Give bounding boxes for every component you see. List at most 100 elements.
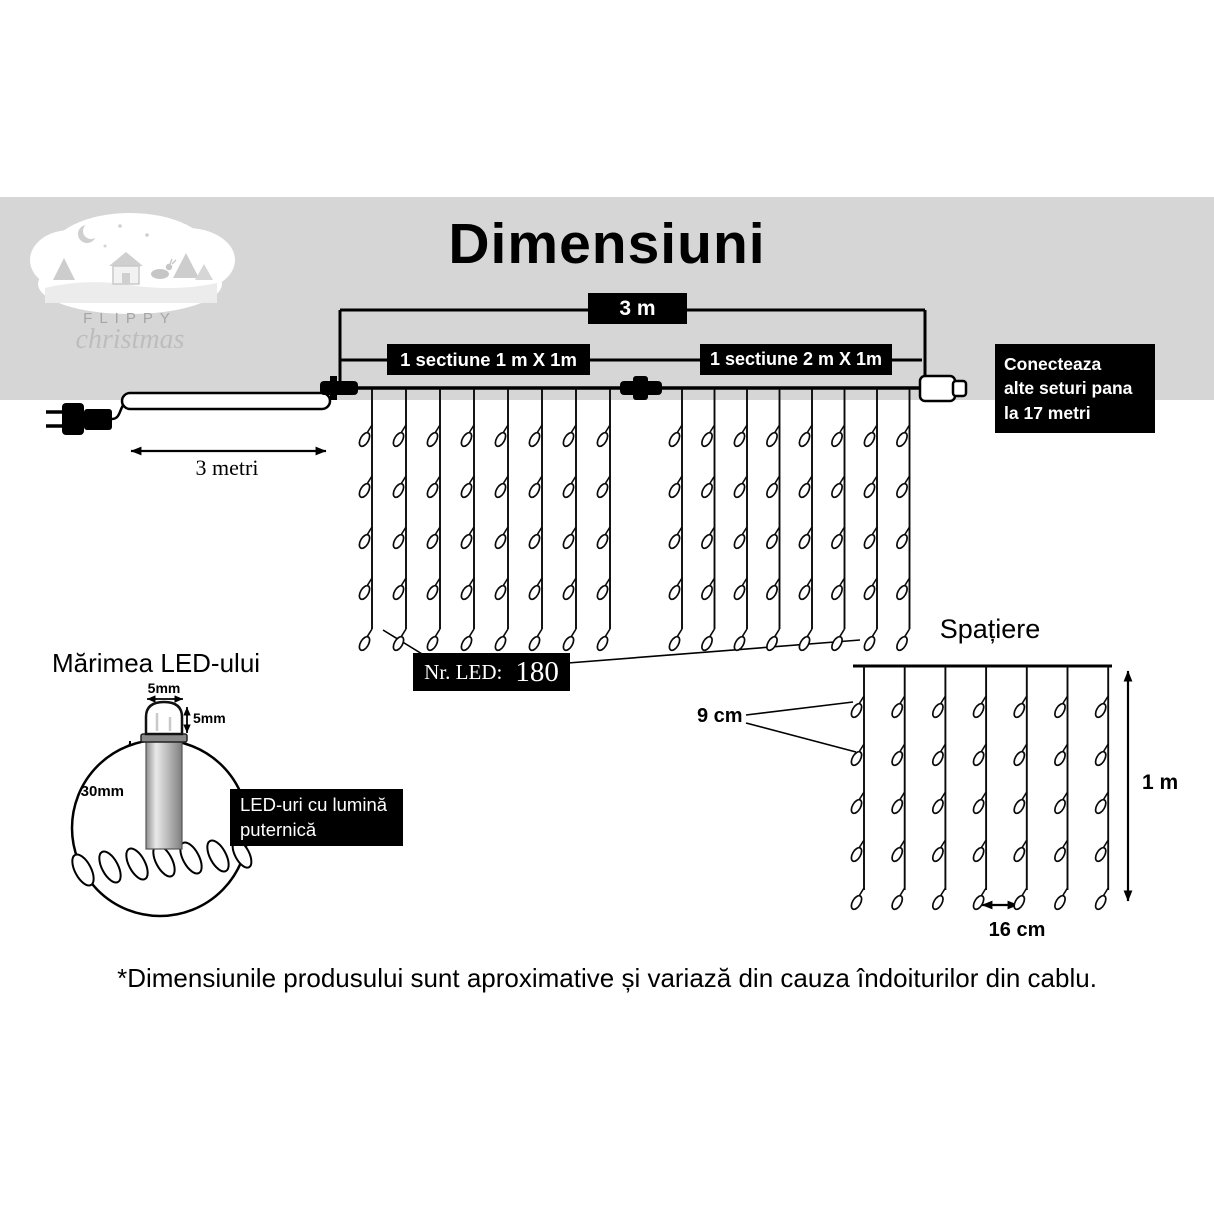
led-bulb-icon [861,628,878,653]
led-bulb-icon [526,424,543,449]
led-gap-label: 16 cm [988,919,1046,941]
led-bulb-icon [1092,743,1110,768]
led-bulb-icon [594,475,611,500]
led-bulb-icon [828,475,846,500]
led-bulb-icon [861,475,878,500]
led-bulb-icon [666,628,683,653]
led-bulb-icon [861,526,878,551]
led-bulb-icon [1092,695,1110,720]
led-bulb-icon [796,526,813,551]
led-bulb-icon [1051,839,1069,864]
led-bulb-icon [1092,791,1110,816]
led-bulb-icon [356,526,373,551]
led-dome-height-label: 5mm [193,710,226,726]
led-note-line: LED-uri cu lumină [240,793,388,815]
led-bulb-icon [458,424,475,449]
led-bulb-icon [1051,887,1069,912]
led-brightness-badge: LED-uri cu lumină puternică [230,789,403,846]
led-bulb-icon [698,424,716,449]
led-size-heading: Mărimea LED-ului [52,648,261,678]
led-bulb-icon [848,791,865,816]
led-bulb-icon [458,475,475,500]
led-bulb-icon [929,791,947,816]
led-bulb-icon [929,887,947,912]
left-connector-icon [320,381,358,395]
led-bulb-icon [893,475,911,500]
led-bulb-icon [970,695,987,720]
led-bulb-icon [763,628,781,653]
led-bulb-icon [594,628,611,653]
led-bulb-icon [929,839,947,864]
led-bulb-icon [848,887,865,912]
led-bulb-icon [828,628,846,653]
led-bulb-icon [731,577,748,602]
drop-height-label: 1 m [1142,771,1179,794]
led-bulb-icon [889,743,906,768]
cable-connectors [320,374,968,403]
led-bulb-icon [458,628,475,653]
string-gap-label: 9 cm [697,705,743,727]
led-bulb-icon [390,475,407,500]
led-bulb-icon [594,424,611,449]
led-bulb-icon [698,628,716,653]
led-bulb-icon [828,526,846,551]
brand-logo: FLIPPY christmas [25,198,240,363]
led-bulb-icon [390,424,407,449]
led-bulb-icon [492,475,509,500]
brand-name-script: christmas [75,324,185,355]
led-bulb-icon [492,577,509,602]
led-bulb-icon [458,526,475,551]
led-bulb-icon [1011,887,1028,912]
led-bulb-icon [1011,839,1028,864]
led-bulb-icon [1011,791,1028,816]
led-bulb-icon [356,424,373,449]
connect-note-line: alte seturi pana [1004,378,1133,399]
disclaimer-text: *Dimensiunile produsului sunt aproximati… [117,963,1097,993]
led-bulb-icon [893,424,911,449]
led-count-value: 180 [515,655,559,688]
led-bulb-icon [526,628,543,653]
led-count-label: Nr. LED: [424,659,503,684]
led-bulb-icon [848,743,865,768]
twisted-wire-icon [71,839,253,887]
led-bulb-icon [796,577,813,602]
led-bulb-icon [424,475,441,500]
led-bulb-icon [889,887,906,912]
led-bulb-icon [666,577,683,602]
led-bulb-icon [929,743,947,768]
led-bulb-icon [970,887,987,912]
led-bulb-icon [1051,791,1069,816]
led-bulb-icon [731,424,748,449]
connect-note-badge: Conecteaza alte seturi pana la 17 metri [995,344,1155,433]
page-title: Dimensiuni [448,212,766,276]
led-bulb-icon [560,628,577,653]
middle-connector-icon [620,381,662,395]
led-bulb-icon [1092,839,1110,864]
led-bulb-icon [594,526,611,551]
led-bulb-icon [594,577,611,602]
led-width-label: 5mm [147,680,181,696]
cable-length-label: 3 metri [195,455,259,480]
led-bulb-icon [424,526,441,551]
led-bulb-icon [560,475,577,500]
led-bulb-icon [526,526,543,551]
led-bulb-icon [828,424,846,449]
led-bulb-icon [1011,743,1028,768]
connect-note-line: Conecteaza [1004,354,1102,375]
led-bulb-icon [424,577,441,602]
led-note-line: puternică [240,818,317,840]
led-bulb-icon [424,424,441,449]
led-bulb-icon [893,526,911,551]
led-bulb-icon [390,526,407,551]
led-bulb-icon [492,628,509,653]
led-bulb-icon [492,424,509,449]
led-bulb-icon [424,628,441,653]
logo-winter-scene-icon [30,213,235,314]
led-body-height-label: 30mm [80,783,124,800]
led-bulb-icon [390,577,407,602]
led-bulb-icon [560,526,577,551]
led-bulb-icon [861,577,878,602]
led-bulb-icon [731,475,748,500]
connect-note-line: la 17 metri [1004,402,1091,423]
